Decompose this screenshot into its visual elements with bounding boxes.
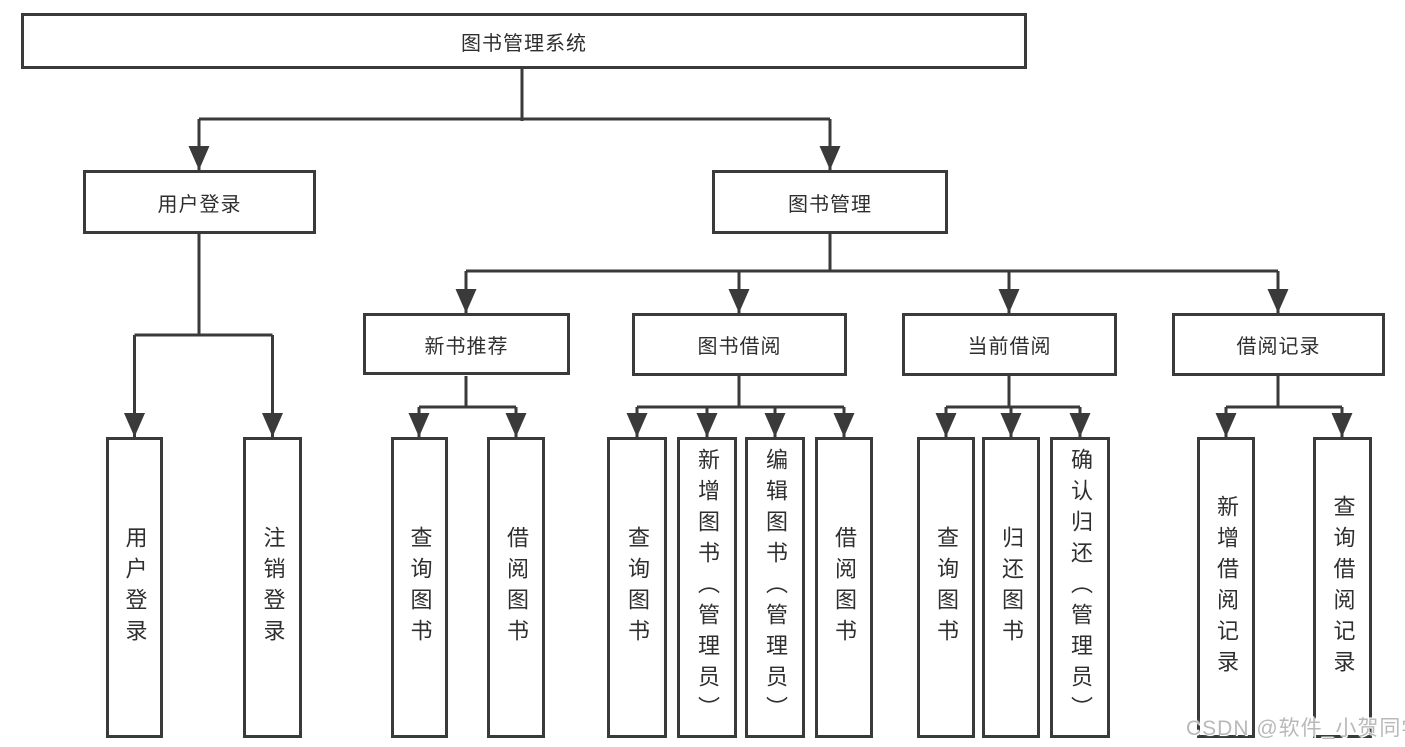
node-label: 借阅记录: [1236, 336, 1321, 358]
leaf-label: 查询图书: [407, 525, 433, 650]
leaf-label: 归还图书: [999, 525, 1024, 650]
leaf-label: 编辑图书（管理员）: [763, 448, 788, 727]
node-label: 图书管理系统: [461, 32, 587, 55]
leaf-label: 查询借阅记录: [1330, 494, 1356, 681]
leaf-query-borrow-record: 查询借阅记录: [1313, 437, 1372, 738]
leaf-borrow-books-recommend: 借阅图书: [487, 437, 545, 738]
node-label: 用户登录: [157, 193, 242, 216]
node-user-login: 用户登录: [83, 170, 316, 234]
arrow-down-icons: [124, 146, 1353, 437]
leaf-query-books-borrow: 查询图书: [607, 437, 667, 738]
node-borrowing-records: 借阅记录: [1172, 313, 1385, 376]
node-label: 图书借阅: [697, 336, 782, 358]
leaf-edit-books-admin: 编辑图书（管理员）: [745, 437, 805, 738]
leaf-query-books-current: 查询图书: [917, 437, 975, 738]
leaf-label: 新增借阅记录: [1214, 494, 1239, 681]
leaf-label: 注销登录: [260, 525, 286, 650]
csdn-watermark: CSDN @软件_小贺同学: [1186, 717, 1405, 740]
leaf-label: 借阅图书: [504, 525, 529, 650]
leaf-add-borrow-record: 新增借阅记录: [1197, 437, 1255, 738]
leaf-label: 确认归还（管理员）: [1068, 448, 1093, 727]
node-label: 新书推荐: [424, 335, 509, 358]
node-label: 图书管理: [788, 193, 872, 216]
leaf-confirm-return-admin: 确认归还（管理员）: [1050, 437, 1110, 738]
node-label: 当前借阅: [967, 336, 1052, 358]
leaf-borrow-books: 借阅图书: [815, 437, 873, 738]
leaf-add-books-admin: 新增图书（管理员）: [677, 437, 737, 738]
leaf-label: 查询图书: [934, 525, 959, 650]
node-current-borrowing: 当前借阅: [902, 313, 1117, 376]
leaf-label: 查询图书: [625, 525, 650, 650]
leaf-return-books: 归还图书: [982, 437, 1040, 738]
leaf-query-books-recommend: 查询图书: [391, 437, 448, 738]
leaf-logout: 注销登录: [243, 437, 302, 738]
node-book-management: 图书管理: [712, 170, 948, 234]
leaf-user-login: 用户登录: [106, 437, 163, 738]
leaf-label: 用户登录: [122, 525, 148, 650]
node-new-book-recommendation: 新书推荐: [363, 313, 570, 375]
node-library-management-system: 图书管理系统: [21, 13, 1027, 69]
leaf-label: 借阅图书: [832, 525, 857, 650]
leaf-label: 新增图书（管理员）: [695, 448, 720, 727]
node-book-borrowing: 图书借阅: [632, 313, 847, 376]
